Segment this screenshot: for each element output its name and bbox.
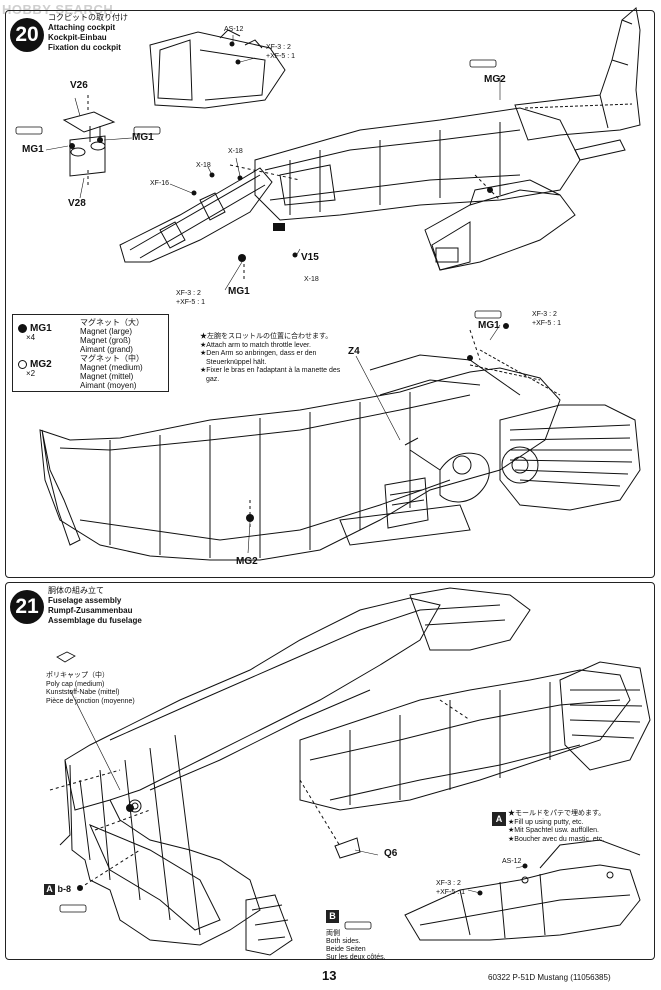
label-xf3-mid: XF-3 : 2 xyxy=(532,311,557,318)
label-as12-bottom: AS-12 xyxy=(502,858,522,865)
footer-model: 60322 P-51D Mustang (11056385) xyxy=(488,973,611,982)
legend-mg2-code: MG2 xyxy=(30,359,52,370)
polycap-de: Kunststoff-Nabe (mittel) xyxy=(46,689,120,696)
legend-mg2-jp: マグネット（中） xyxy=(80,354,144,363)
step20-title-en: Attaching cockpit xyxy=(48,23,116,32)
label-x18-a: X-18 xyxy=(228,148,243,155)
label-xf3-bottom-right: XF-3 : 2 xyxy=(436,880,461,887)
note-arm-line: Steuerknüppel hält. xyxy=(206,358,267,366)
note-a-line: ★Fill up using putty, etc. xyxy=(508,818,584,826)
label-mg2-top: MG2 xyxy=(484,74,506,85)
note-arm-line: ★Attach arm to match throttle lever. xyxy=(200,341,311,349)
label-mg1-mid: MG1 xyxy=(478,320,500,331)
page-number: 13 xyxy=(322,968,337,983)
label-z4: Z4 xyxy=(348,346,360,357)
label-mg1-bottom: MG1 xyxy=(228,286,250,297)
label-xf5-bottom-right: +XF-5 : 1 xyxy=(436,889,465,896)
label-xf16: XF-16 xyxy=(150,180,170,187)
step20-title: コクピットの取り付け Attaching cockpit Kockpit-Ein… xyxy=(48,13,128,53)
polycap-jp: ポリキャップ（中） xyxy=(46,672,109,679)
polycap-fr: Pièce de jonction (moyenne) xyxy=(46,697,135,705)
label-xf5-top: +XF-5 : 1 xyxy=(266,53,295,60)
step20-number: 20 xyxy=(10,18,44,52)
legend-mg1-fr: Aimant (grand) xyxy=(80,345,133,354)
note-b-de: Beide Seiten xyxy=(326,946,366,953)
note-arm: ★左腕をスロットルの位置に合わせます。 ★Attach arm to match… xyxy=(200,333,340,384)
legend-mg2-en: Magnet (medium) xyxy=(80,363,143,372)
note-a-line: ★Boucher avec du mastic, etc. xyxy=(508,835,605,843)
label-mg1-left: MG1 xyxy=(22,144,44,155)
marker-a-b8: A b-8 xyxy=(44,884,71,895)
legend-mg1-en: Magnet (large) xyxy=(80,327,133,336)
label-v28: V28 xyxy=(68,198,86,209)
note-a-line: ★モールドをパテで埋めます。 xyxy=(508,810,606,817)
polycap-note: ポリキャップ（中） Poly cap (medium) Kunststoff-N… xyxy=(46,672,135,706)
marker-a-letter: A xyxy=(44,884,55,895)
legend-mg1-count: ×4 xyxy=(26,333,36,343)
polycap-en: Poly cap (medium) xyxy=(46,680,105,688)
note-arm-line: gaz. xyxy=(206,375,220,383)
step20-title-fr: Fixation du cockpit xyxy=(48,43,121,52)
step21-title-jp: 胴体の組み立て xyxy=(48,586,104,595)
step21-title-fr: Assemblage du fuselage xyxy=(48,616,142,625)
note-b-letter: B xyxy=(326,910,339,923)
note-a-letter: A xyxy=(492,812,506,826)
label-b8: b-8 xyxy=(57,884,72,894)
label-xf5-mid: +XF-5 : 1 xyxy=(532,320,561,327)
step21-title-en: Fuselage assembly xyxy=(48,596,122,605)
legend-mg2-de: Magnet (mittel) xyxy=(80,372,134,381)
label-v26: V26 xyxy=(70,80,88,91)
label-x18-c: X-18 xyxy=(304,276,319,283)
step21-title: 胴体の組み立て Fuselage assembly Rumpf-Zusammen… xyxy=(48,586,142,626)
label-xf3-top: XF-3 : 2 xyxy=(266,44,291,51)
note-a-line: ★Mit Spachtel usw. auffüllen. xyxy=(508,827,599,834)
label-v15: V15 xyxy=(301,252,319,263)
mg1-icon xyxy=(18,324,27,334)
note-b: B 両側 Both sides. Beide Seiten Sur les de… xyxy=(326,906,386,961)
legend-mg1-de: Magnet (groß) xyxy=(80,336,131,345)
legend-mg2-fr: Aimant (moyen) xyxy=(80,381,137,390)
label-x18-b: X-18 xyxy=(196,162,211,169)
note-arm-line: ★左腕をスロットルの位置に合わせます。 xyxy=(200,333,333,340)
note-b-en: Both sides. xyxy=(326,938,361,945)
legend-mg1-jp: マグネット（大） xyxy=(80,318,144,327)
legend-mg2-count: ×2 xyxy=(26,369,36,379)
watermark: HOBBY SEARCH xyxy=(2,2,114,17)
note-b-fr: Sur les deux côtés. xyxy=(326,954,386,961)
step20-frame xyxy=(5,10,655,578)
note-arm-line: ★Den Arm so anbringen, dass er den xyxy=(200,350,317,357)
legend-mg1-code: MG1 xyxy=(30,323,52,334)
step21-frame xyxy=(5,582,655,960)
label-xf3-bottom: XF-3 : 2 xyxy=(176,290,201,297)
mg2-icon xyxy=(18,360,27,370)
label-mg1-right: MG1 xyxy=(132,132,154,143)
label-as12-top: AS-12 xyxy=(224,26,244,33)
step20-illustration xyxy=(15,7,641,561)
label-q6: Q6 xyxy=(384,848,398,859)
label-xf5-bottom: +XF-5 : 1 xyxy=(176,299,205,306)
step21-title-de: Rumpf-Zusammenbau xyxy=(48,606,133,615)
label-mg2-bottom: MG2 xyxy=(236,556,258,567)
note-b-jp: 両側 xyxy=(326,930,340,937)
step21-number: 21 xyxy=(10,590,44,624)
step20-title-de: Kockpit-Einbau xyxy=(48,33,107,42)
magnet-legend xyxy=(12,314,169,392)
note-arm-line: ★Fixer le bras en l'adaptant à la manett… xyxy=(200,367,341,374)
step20-title-jp: コクピットの取り付け xyxy=(48,13,128,22)
